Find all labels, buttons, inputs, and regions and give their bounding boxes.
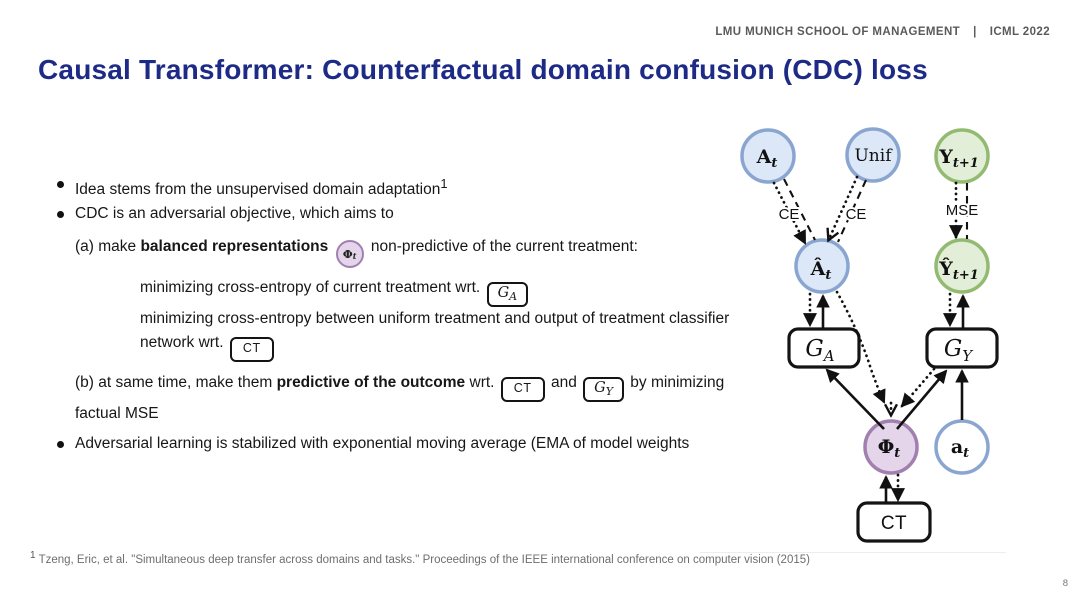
node-a-label: at: [951, 436, 969, 461]
bullet-item-3: Adversarial learning is stabilized with …: [38, 432, 738, 456]
header-separator: |: [973, 26, 977, 38]
ga-chip: GA: [486, 282, 529, 308]
cdc-architecture-diagram: CE CE MSE At Unif Yt+1 Ât Ŷt+1 GA GY Φt …: [740, 127, 999, 543]
bullet-dot: [57, 181, 64, 188]
node-ahat-circle: [794, 238, 850, 294]
sub-bullet-2-text: minimizing cross-entropy between uniform…: [140, 310, 730, 352]
sub-bullet-1-text: minimizing cross-entropy of current trea…: [140, 279, 485, 297]
para-a-pre: (a) make: [75, 238, 141, 256]
para-b-post: by minimizing factual MSE: [75, 374, 725, 423]
edge-gy-phi-dotted: [900, 367, 936, 408]
page-title: Causal Transformer: Counterfactual domai…: [38, 54, 928, 85]
node-lowercase-a-circle: [934, 419, 990, 475]
bullet-2-text: CDC is an adversarial objective, which a…: [75, 205, 394, 223]
para-b-and: and: [546, 374, 582, 392]
node-unif-label: Unif: [854, 146, 893, 166]
conference-name: ICML 2022: [989, 26, 1050, 38]
bullet-3-text: Adversarial learning is stabilized with …: [75, 435, 690, 453]
edge-at-ahat-dashed: [783, 178, 816, 241]
node-ga-label: GA: [805, 336, 834, 365]
edge-label-ce-1: CE: [779, 206, 800, 223]
node-yhat-label: Ŷt+1: [938, 257, 979, 283]
bullet-dot: [57, 211, 64, 219]
footnote-ref: 1: [440, 176, 448, 191]
node-yt1-circle: [934, 128, 990, 184]
node-gy-label: GY: [944, 336, 974, 365]
node-at-circle: [740, 128, 796, 184]
sub-bullet-1: minimizing cross-entropy of current trea…: [38, 276, 738, 308]
bullet-dot: [57, 441, 64, 449]
edge-at-ahat-dotted: [772, 181, 807, 245]
edge-label-ce-2: CE: [846, 206, 867, 223]
node-unif-circle: [845, 127, 901, 183]
sub-bullet-list: minimizing cross-entropy of current trea…: [38, 276, 738, 363]
slide-header: LMU MUNICH SCHOOL OF MANAGEMENT | ICML 2…: [715, 26, 1050, 38]
node-at-label: At: [756, 146, 778, 171]
ct-chip: CT: [229, 337, 274, 363]
gy-chip: GY: [583, 377, 624, 403]
edge-phi-ga-solid: [825, 368, 885, 430]
gy-chip-main: G: [594, 380, 606, 397]
ct-chip: CT: [500, 377, 545, 403]
para-b-pre: (b) at same time, make them: [75, 374, 277, 392]
footnote-sup: 1: [30, 550, 36, 561]
edge-ahat-phi-dotted-curve: [835, 290, 886, 404]
edge-phi-gy-solid: [896, 369, 948, 430]
node-ct-box: [856, 501, 932, 543]
phi-subscript: t: [352, 251, 357, 262]
ga-chip-main: G: [497, 285, 510, 302]
node-ahat-label: Ât: [810, 257, 832, 283]
edge-unif-ahat-dashed: [837, 179, 867, 243]
footnote-divider: [700, 552, 1006, 553]
bullet-list: Idea stems from the unsupervised domain …: [38, 172, 738, 456]
ga-chip-sub: A: [509, 290, 518, 304]
para-b-bold: predictive of the outcome: [276, 374, 466, 392]
gy-chip-sub: Y: [605, 385, 613, 399]
node-ct-label: CT: [881, 513, 907, 534]
node-phi-circle: [863, 419, 919, 475]
bullet-1-text: Idea stems from the unsupervised domain …: [75, 181, 441, 199]
edge-label-mse: MSE: [946, 202, 979, 219]
sub-bullet-2: minimizing cross-entropy between uniform…: [38, 307, 738, 363]
node-phi-label: Φt: [878, 436, 901, 461]
bullet-item-1: Idea stems from the unsupervised domain …: [38, 172, 738, 202]
page-number: 8: [1062, 578, 1068, 589]
para-b-mid: wrt.: [465, 374, 499, 392]
edge-unif-ahat-dotted: [829, 175, 859, 239]
footnote-text: Tzeng, Eric, et al. "Simultaneous deep t…: [38, 553, 810, 566]
org-name: LMU MUNICH SCHOOL OF MANAGEMENT: [715, 26, 961, 38]
para-a-post: non-predictive of the current treatment:: [366, 238, 638, 256]
bullet-item-2: CDC is an adversarial objective, which a…: [38, 202, 738, 226]
node-yt1-label: Yt+1: [938, 146, 979, 171]
paragraph-b: (b) at same time, make them predictive o…: [38, 371, 738, 426]
para-a-bold: balanced representations: [140, 238, 329, 256]
node-yhat-circle: [934, 238, 990, 294]
phi-symbol: Φ: [342, 247, 353, 262]
